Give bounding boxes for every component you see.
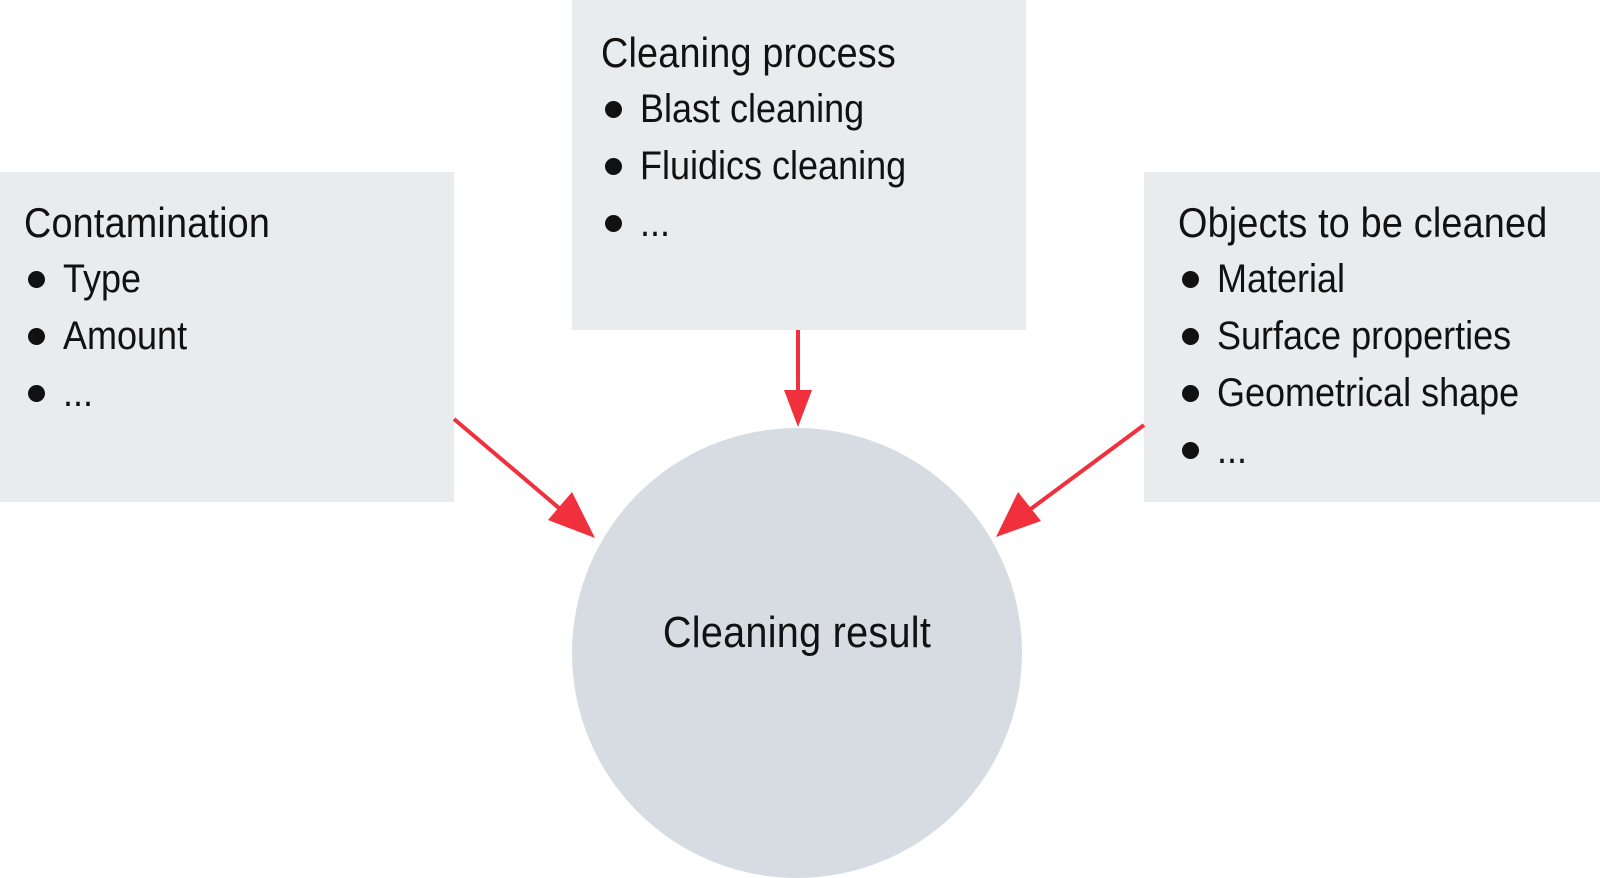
list-item: ... [1178,422,1600,479]
list-item: Material [1178,251,1600,308]
list-item-text: Material [1217,257,1346,301]
cleaning-result-circle: Cleaning result [572,428,1022,878]
list-item-text: ... [640,201,671,245]
list-item-text: ... [63,371,94,415]
contamination-title: Contamination [24,199,271,246]
list-item-text: Geometrical shape [1217,371,1520,415]
cleaning-result-label: Cleaning result [662,608,932,657]
list-item: Surface properties [1178,308,1600,365]
arrow-objects-to-result [996,423,1146,537]
bullet-icon [1182,385,1199,402]
list-item: Fluidics cleaning [601,138,1026,195]
list-item-text: Surface properties [1217,314,1512,358]
list-item-text: Type [63,257,142,301]
bullet-icon [28,385,45,402]
cleaning-process-list: Blast cleaning Fluidics cleaning ... [601,81,1026,252]
list-item-text: Blast cleaning [640,87,865,131]
list-item: Blast cleaning [601,81,1026,138]
list-item: ... [601,195,1026,252]
list-item-text: ... [1217,428,1248,472]
bullet-icon [605,215,622,232]
list-item: Geometrical shape [1178,365,1600,422]
objects-box: Objects to be cleaned Material Surface p… [1144,172,1600,502]
arrow-contamination-to-result [452,417,595,538]
cleaning-process-box: Cleaning process Blast cleaning Fluidics… [572,0,1026,330]
bullet-icon [28,328,45,345]
contamination-list: Type Amount ... [24,251,454,422]
bullet-icon [28,271,45,288]
bullet-icon [1182,442,1199,459]
list-item: Amount [24,308,454,365]
bullet-icon [605,101,622,118]
bullet-icon [605,158,622,175]
objects-title: Objects to be cleaned [1178,199,1548,246]
arrow-process-to-result [784,330,812,427]
list-item-text: Amount [63,314,188,358]
bullet-icon [1182,271,1199,288]
cleaning-process-title: Cleaning process [601,29,896,76]
list-item: ... [24,365,454,422]
list-item: Type [24,251,454,308]
list-item-text: Fluidics cleaning [640,144,907,188]
contamination-box: Contamination Type Amount ... [0,172,454,502]
bullet-icon [1182,328,1199,345]
objects-list: Material Surface properties Geometrical … [1178,251,1600,479]
